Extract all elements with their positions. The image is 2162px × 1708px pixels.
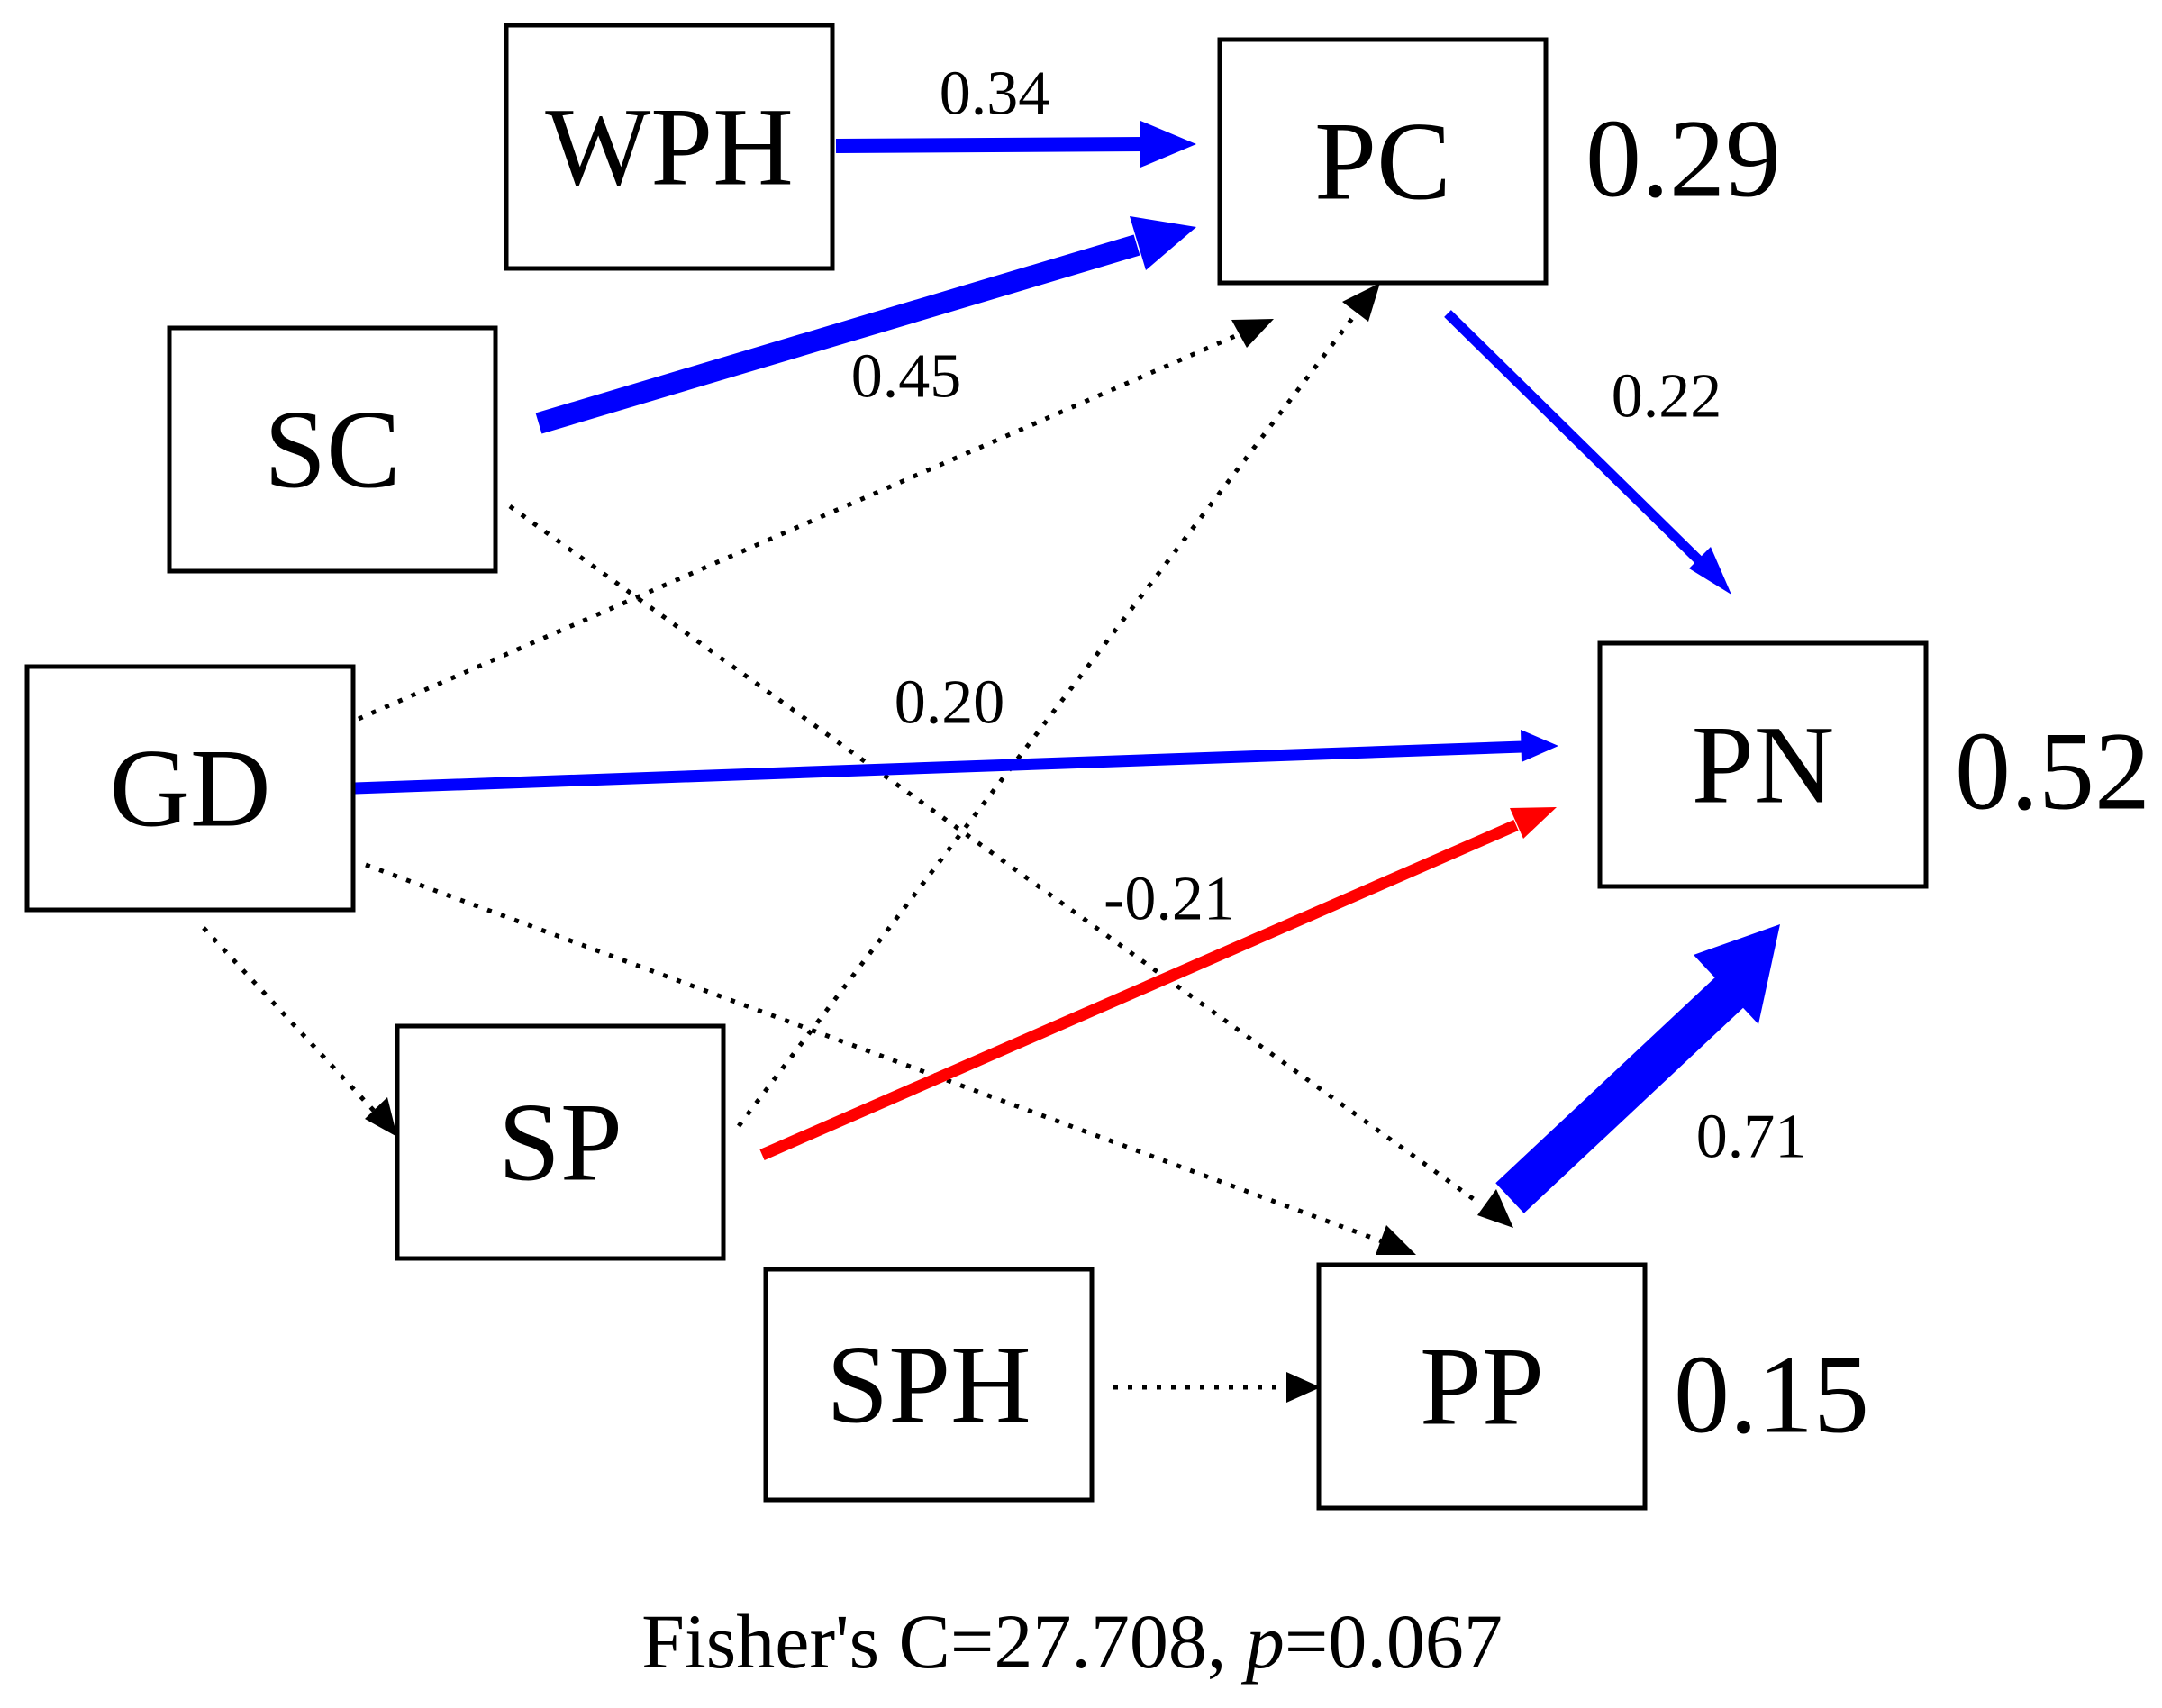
node-wph-label: WPH [545, 86, 794, 209]
node-pn-label: PN [1692, 704, 1835, 827]
node-pp: PP [1316, 1262, 1648, 1511]
node-pc-label: PC [1314, 100, 1451, 223]
path-pc-pn [1444, 310, 1731, 595]
r2-pn: 0.52 [1955, 710, 2150, 833]
fit-p-symbol: p [1240, 1598, 1285, 1685]
coef-pc-pn: 0.22 [1612, 362, 1722, 432]
coef-gd-pn: 0.20 [895, 668, 1005, 738]
nodes: WPH PC SC GD PN SP SPH PP [24, 23, 1929, 1511]
nonsignificant-paths [202, 283, 1513, 1403]
path-sc-pp [508, 504, 1513, 1228]
path-gd-pp [365, 862, 1416, 1255]
node-pp-label: PP [1420, 1325, 1544, 1449]
node-wph: WPH [504, 23, 835, 271]
path-gd-sp [202, 926, 397, 1137]
path-sp-pc [737, 283, 1380, 1128]
coef-wph-pc: 0.34 [940, 59, 1050, 129]
node-sp: SP [395, 1023, 726, 1261]
significant-paths [354, 121, 1780, 1213]
node-gd-label: GD [109, 727, 270, 850]
node-sp-label: SP [498, 1081, 622, 1204]
path-wph-pc [835, 121, 1196, 168]
r2-pp: 0.15 [1674, 1333, 1869, 1457]
coef-sc-pc: 0.45 [851, 342, 962, 412]
node-gd: GD [24, 664, 356, 913]
path-pp-pn [1495, 924, 1780, 1213]
node-sc-label: SC [264, 388, 401, 512]
path-gd-pc [357, 319, 1274, 722]
coef-pp-pn: 0.71 [1696, 1103, 1807, 1172]
r2-pc: 0.29 [1585, 97, 1781, 221]
node-sc: SC [167, 325, 498, 574]
r2-values: 0.29 0.52 0.15 [1585, 97, 2150, 1457]
node-sph: SPH [763, 1267, 1095, 1503]
model-fit-statistic: Fisher's C=27.708, p=0.067 [641, 1598, 1503, 1685]
coef-sp-pn: -0.21 [1104, 865, 1235, 934]
path-gd-pn [354, 730, 1558, 795]
path-sp-pn [759, 807, 1557, 1160]
path-sph-pp [1113, 1372, 1321, 1403]
node-pn: PN [1597, 640, 1929, 889]
fit-prefix: Fisher's C=27.708, [641, 1598, 1246, 1685]
node-sph-label: SPH [826, 1323, 1031, 1447]
fit-p-value: =0.067 [1285, 1598, 1503, 1685]
node-pc: PC [1217, 37, 1549, 286]
path-coefficients: 0.34 0.45 0.22 0.20 -0.21 0.71 [851, 59, 1807, 1172]
path-sc-pc [535, 216, 1196, 434]
